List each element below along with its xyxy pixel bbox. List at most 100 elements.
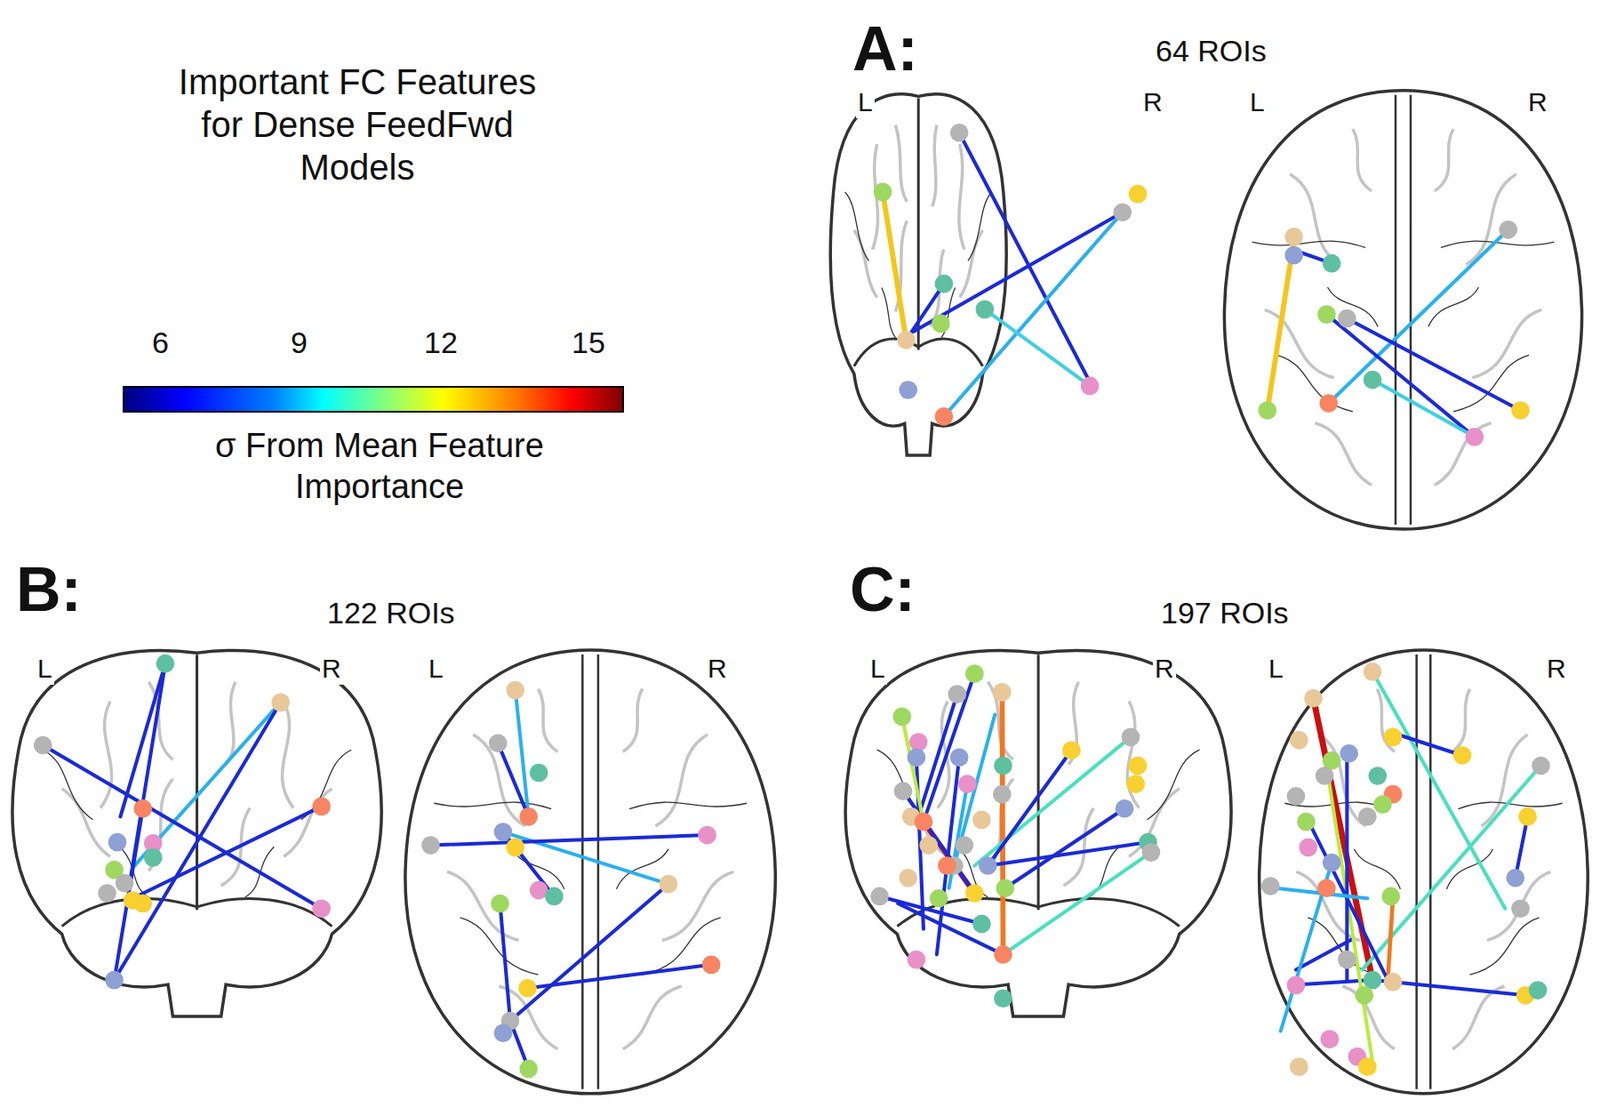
roi-dot xyxy=(1384,972,1403,992)
roi-dot xyxy=(1337,950,1357,969)
fc-connection xyxy=(1372,671,1505,908)
colorbar-tick: 12 xyxy=(422,324,460,361)
fc-connection xyxy=(882,192,906,340)
side-label: R xyxy=(1141,86,1165,119)
connectome xyxy=(33,123,1551,1078)
roi-dot xyxy=(505,680,525,700)
roi-dot xyxy=(975,300,994,320)
roi-dot xyxy=(97,883,117,903)
fc-connection xyxy=(944,212,1123,417)
brain-outline xyxy=(830,94,1007,456)
roi-dot xyxy=(978,856,998,875)
roi-dot xyxy=(1284,227,1304,247)
fc-connection xyxy=(1392,732,1463,755)
figure-title: Important FC Features for Dense FeedFwd … xyxy=(151,60,564,189)
roi-dot xyxy=(950,123,969,143)
roi-dot xyxy=(518,978,537,998)
roi-dot xyxy=(1319,393,1338,413)
roi-dot xyxy=(950,747,969,767)
roi-dot xyxy=(947,684,967,704)
roi-dot xyxy=(544,887,564,906)
roi-dot xyxy=(1062,740,1081,760)
roi-dot xyxy=(935,274,954,294)
roi-dot xyxy=(1304,688,1323,708)
roi-dot xyxy=(1317,304,1336,324)
side-label: R xyxy=(1526,86,1550,119)
fc-connection xyxy=(528,964,712,988)
roi-dot xyxy=(1257,400,1277,420)
roi-dot xyxy=(659,874,679,894)
roi-dot xyxy=(312,898,331,918)
roi-dot xyxy=(104,970,124,990)
side-label: R xyxy=(320,652,344,685)
roi-dot xyxy=(133,894,152,913)
roi-dot xyxy=(1528,980,1548,1000)
roi-dot xyxy=(898,380,918,400)
roi-dot xyxy=(1128,756,1148,776)
panel-letter: A: xyxy=(850,11,920,87)
roi-dot xyxy=(156,654,176,673)
fc-connection xyxy=(510,883,669,1021)
roi-dot xyxy=(995,878,1015,897)
roi-dot xyxy=(1358,807,1377,826)
fc-connection xyxy=(500,903,511,1021)
roi-dot xyxy=(33,736,53,755)
brain-outline xyxy=(1259,649,1589,1094)
roi-dot xyxy=(958,774,977,793)
roi-dot xyxy=(1465,427,1485,447)
roi-dot xyxy=(1317,878,1336,897)
fc-connection xyxy=(1267,240,1295,411)
fc-connection xyxy=(1328,229,1509,403)
fc-connection xyxy=(936,757,960,955)
roi-dot xyxy=(494,822,513,841)
panel-letter: C: xyxy=(848,552,918,627)
colorbar-tick: 6 xyxy=(150,324,171,361)
roi-dot xyxy=(108,832,128,852)
roi-dot xyxy=(1381,887,1400,906)
fc-connection xyxy=(953,714,995,866)
roi-dot xyxy=(993,988,1013,1008)
roi-dot xyxy=(421,835,440,855)
roi-dot xyxy=(312,797,331,816)
roi-dot xyxy=(1337,309,1357,328)
roi-dot xyxy=(965,664,984,683)
roi-dot xyxy=(1112,202,1132,222)
panel-subtitle: 122 ROIs xyxy=(325,594,457,632)
roi-dot xyxy=(1363,662,1383,681)
side-label: R xyxy=(705,652,729,685)
side-label: L xyxy=(856,86,875,119)
roi-dot xyxy=(972,810,992,830)
roi-dot xyxy=(870,887,889,906)
fc-connection xyxy=(1387,897,1393,980)
roi-dot xyxy=(271,692,290,712)
fc-connection xyxy=(1515,816,1528,878)
fc-connection xyxy=(42,744,321,909)
side-label: L xyxy=(426,652,446,685)
roi-dot xyxy=(115,873,135,893)
fc-connection xyxy=(897,903,1003,954)
fc-connection xyxy=(1002,852,1151,955)
roi-dot xyxy=(1498,220,1518,240)
roi-dot xyxy=(519,1059,538,1079)
roi-dot xyxy=(972,914,992,934)
fc-connection xyxy=(959,132,1092,386)
side-label: L xyxy=(35,652,55,685)
roi-dot xyxy=(1289,1056,1309,1076)
roi-dot xyxy=(1355,985,1375,1005)
roi-dot xyxy=(993,756,1013,776)
roi-dot xyxy=(929,888,949,908)
roi-dot xyxy=(931,314,951,334)
fc-connection xyxy=(132,806,321,898)
fc-connection xyxy=(497,743,528,817)
side-label: R xyxy=(1152,652,1176,685)
roi-dot xyxy=(488,733,508,752)
fc-connection xyxy=(430,834,707,845)
roi-dot xyxy=(992,682,1012,702)
roi-dot xyxy=(1261,876,1280,896)
roi-dot xyxy=(993,944,1013,964)
roi-dot xyxy=(896,330,916,350)
roi-dot xyxy=(873,182,893,201)
roi-dot xyxy=(937,856,957,875)
roi-dot xyxy=(1284,246,1304,265)
roi-dot xyxy=(1505,868,1525,888)
